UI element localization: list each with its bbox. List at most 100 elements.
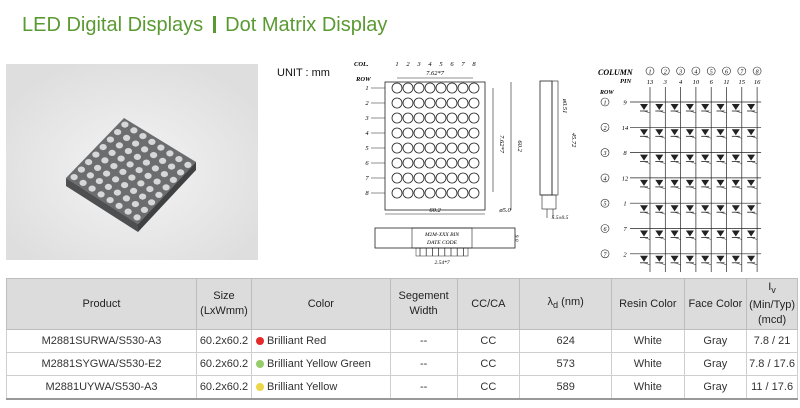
led-diode-icon [701, 154, 710, 161]
led-diode-icon [685, 129, 694, 136]
display-outline [384, 81, 486, 211]
led-diode-icon [655, 255, 664, 262]
matrix-dot [402, 127, 414, 139]
photo-led-dot [130, 127, 138, 134]
matrix-dot [424, 142, 436, 154]
photo-led-dot [79, 179, 87, 186]
matrix-dot [446, 127, 458, 139]
column-label: COLUMN [598, 68, 634, 77]
photo-led-dot [130, 187, 138, 194]
matrix-dot [435, 142, 447, 154]
row-number: 8 [365, 190, 369, 197]
col-number: 1 [395, 61, 398, 68]
matrix-dot [468, 112, 480, 124]
header-face-color: Face Color [683, 278, 748, 330]
led-diode-icon [747, 179, 756, 186]
schematic-col-number: 3 [678, 70, 682, 76]
cell-color: Brilliant Yellow [250, 375, 391, 400]
photo-led-dot [124, 148, 132, 155]
header-size: Size(LxWmm) [196, 278, 252, 330]
photo-led-dot [115, 142, 123, 149]
matrix-dot [446, 112, 458, 124]
photo-led-dot [99, 144, 107, 151]
led-diode-icon [747, 104, 756, 110]
photo-led-dot [114, 129, 122, 136]
led-diode-icon [685, 205, 694, 212]
category-label: LED Digital Displays [22, 14, 204, 36]
col-number: 4 [428, 61, 432, 68]
photo-led-dot [95, 178, 103, 185]
photo-led-dot [160, 171, 168, 178]
cell-product: M2881SURWA/S530-A3 [6, 329, 197, 353]
bottom-pitch-label: 2.54*7 [434, 259, 449, 266]
matrix-dot [391, 187, 403, 199]
matrix-dot [446, 157, 458, 169]
photo-led-dot [142, 159, 150, 166]
cell-face-color: Gray [683, 329, 748, 353]
photo-led-dot [177, 169, 185, 176]
photo-led-dot [133, 214, 141, 221]
header-color: Color [250, 278, 391, 330]
matrix-dot [391, 142, 403, 154]
pitch-h-label: 7.62*7 [426, 70, 445, 77]
header-luminous-intensity: Iv(Min/Typ)(mcd) [746, 278, 798, 330]
unit-label: UNIT : mm [277, 67, 330, 79]
photo-led-dot [86, 172, 94, 179]
photo-led-dot [128, 174, 136, 181]
photo-led-dot [119, 168, 127, 175]
photo-led-dot [169, 176, 177, 183]
cell-color: Brilliant Yellow Green [250, 352, 391, 376]
matrix-dot [391, 157, 403, 169]
matrix-dot [446, 97, 458, 109]
photo-led-dot [137, 180, 145, 187]
led-diode-icon [670, 179, 679, 186]
row-number: 7 [365, 175, 369, 182]
led-diode-icon [655, 154, 664, 161]
cell-size: 60.2x60.2 [196, 375, 252, 400]
matrix-dot [446, 172, 458, 184]
matrix-dot [446, 142, 458, 154]
led-diode-icon [716, 230, 725, 237]
pin-label: PIN [620, 78, 632, 85]
photo-led-dot [103, 170, 111, 177]
led-diode-icon [640, 179, 648, 186]
photo-led-dot [113, 189, 121, 196]
photo-led-dot [141, 146, 149, 153]
photo-led-dot [162, 184, 170, 191]
led-diode-icon [685, 154, 694, 161]
led-diode-icon [670, 104, 679, 110]
photo-led-dot [155, 191, 163, 198]
matrix-dot [402, 157, 414, 169]
row-number: 5 [365, 145, 369, 152]
led-diode-icon [670, 129, 679, 136]
matrix-dot [391, 82, 403, 94]
led-diode-icon [640, 205, 648, 212]
photo-led-dot [85, 159, 93, 166]
matrix-dot [391, 97, 403, 109]
photo-led-dot [106, 136, 114, 143]
led-diode-icon [731, 104, 740, 110]
led-diode-icon [701, 104, 710, 110]
led-diode-icon [640, 255, 648, 262]
bottom-label-1: M2M-XXX BIN [424, 232, 459, 238]
led-diode-icon [747, 230, 756, 237]
led-diode-icon [640, 104, 648, 110]
cell-ccca: CC [456, 375, 521, 400]
matrix-dot [435, 172, 447, 184]
led-diode-icon [685, 179, 694, 186]
col-number: 5 [439, 61, 443, 68]
photo-led-dot [139, 133, 147, 140]
matrix-dot [446, 82, 458, 94]
photo-led-dot [157, 144, 165, 151]
matrix-dot [424, 112, 436, 124]
led-diode-icon [685, 104, 694, 110]
matrix-dot [468, 142, 480, 154]
schematic-row-number: 6 [604, 227, 607, 233]
matrix-dot [424, 157, 436, 169]
bottom-height-label: 9.0 [513, 235, 519, 242]
matrix-dot [468, 127, 480, 139]
schematic-col-pin: 15 [739, 79, 746, 86]
led-diode-icon [701, 205, 710, 212]
photo-led-dot [150, 152, 158, 159]
